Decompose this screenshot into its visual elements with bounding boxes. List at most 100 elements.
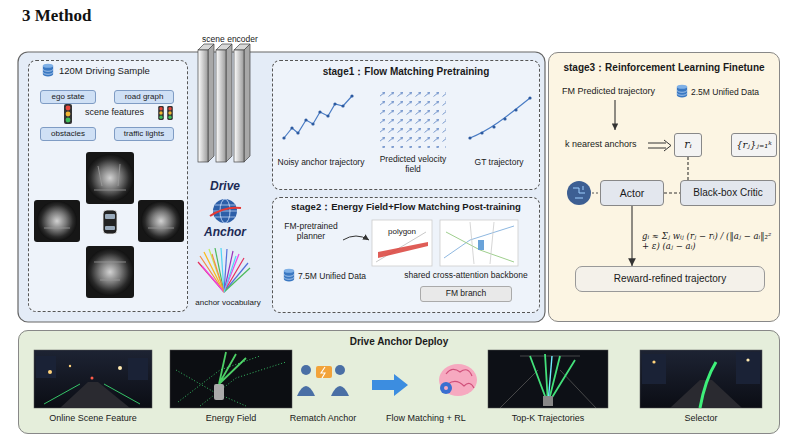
anchor-vocabulary-fan xyxy=(198,248,250,292)
topk-image xyxy=(488,350,608,408)
node-text: stage3：Reinforcement Learning Finetune xyxy=(554,62,774,74)
scene-image xyxy=(118,366,122,370)
selector-image xyxy=(736,352,760,384)
anchor-vocabulary-fan xyxy=(209,249,224,292)
feature-chip: road graph xyxy=(114,90,174,104)
surround-camera-image xyxy=(44,164,174,280)
feature-chip: obstacles xyxy=(40,127,96,141)
anchor-vocabulary-fan xyxy=(202,266,224,292)
traffic-light-icon xyxy=(167,106,173,120)
post-training-arrow xyxy=(343,236,369,240)
annotation-label: Predicted velocity field xyxy=(378,155,448,175)
energy-field-image xyxy=(214,384,224,400)
model-brain-icon xyxy=(440,382,452,394)
energy-field-image xyxy=(219,352,246,384)
rematch-icon xyxy=(321,367,325,378)
scene-image xyxy=(69,365,71,367)
data-group-box: 120M Driving Samplescene featuresego sta… xyxy=(28,60,188,312)
energy-field-image xyxy=(372,220,432,266)
scene-image xyxy=(48,370,52,374)
annotation-label: polygon xyxy=(380,227,424,236)
rematch-icon xyxy=(297,365,349,396)
connector xyxy=(631,206,632,266)
annotation-label: Flow Matching + RL xyxy=(368,413,484,423)
flow-arrow xyxy=(648,143,666,148)
node-text: Reward-refined trajectory xyxy=(614,273,726,285)
node-text: rᵢ xyxy=(684,139,691,152)
encoder-slabs xyxy=(244,44,250,162)
agent-head-icon xyxy=(573,186,585,198)
scene-image xyxy=(128,358,148,380)
annotation-label: FM-pretrained planner xyxy=(280,222,342,242)
panel-fill xyxy=(18,52,545,322)
node-text: stage1：Flow Matching Pretraining xyxy=(278,66,534,78)
anchor-vocabulary-fan xyxy=(212,254,224,292)
panel-fill xyxy=(18,330,780,434)
annotation-label: Top-K Trajectories xyxy=(486,413,610,423)
scene-image xyxy=(34,350,152,408)
annotation-label: 7.5M Unified Data xyxy=(298,272,388,282)
annotation-label: Anchor xyxy=(195,226,255,240)
gt-trajectory xyxy=(492,125,495,128)
annotation-label: anchor vocabulary xyxy=(188,298,268,307)
topk-image xyxy=(488,350,608,408)
surround-camera-image xyxy=(34,200,80,242)
velocity-field xyxy=(380,92,446,148)
process-box: Black-box Critic xyxy=(680,180,776,206)
velocity-field xyxy=(380,92,446,148)
rematch-icon xyxy=(335,365,345,375)
scene-image xyxy=(44,384,140,404)
anchor-vocabulary-fan xyxy=(224,256,236,292)
surround-camera-image xyxy=(86,154,134,202)
noisy-trajectory xyxy=(282,136,285,139)
database-icon xyxy=(284,269,294,282)
node-text: ego state xyxy=(52,92,85,101)
gt-trajectory xyxy=(468,96,531,139)
connector xyxy=(687,157,688,180)
annotation-label: Drive xyxy=(195,180,255,194)
ego-car xyxy=(103,210,117,234)
scene-image xyxy=(60,382,130,408)
noisy-trajectory xyxy=(311,122,314,125)
rematch-icon xyxy=(301,365,311,375)
gt-trajectory xyxy=(514,108,517,111)
node-text: FM branch xyxy=(446,289,487,299)
annotation-label: 2.5M Unified Data xyxy=(691,88,777,98)
energy-field-image xyxy=(372,220,432,266)
node-text: road graph xyxy=(125,92,164,101)
scene-image xyxy=(34,350,152,408)
map-image xyxy=(446,232,514,262)
energy-field-image xyxy=(170,350,292,408)
panel-fill xyxy=(272,60,540,190)
anchor-vocabulary-fan xyxy=(224,263,248,292)
map-image xyxy=(440,220,518,266)
encoder-slabs xyxy=(198,44,250,162)
surround-camera-image xyxy=(86,248,134,296)
scene-image xyxy=(36,356,56,378)
encoder-slabs xyxy=(234,50,244,162)
agent-head-icon xyxy=(567,181,600,205)
panel-fill xyxy=(272,197,540,313)
stage-box: stage2：Energy Field+Flow Matching Post-t… xyxy=(272,197,540,313)
encoder-slabs xyxy=(216,50,226,162)
noisy-trajectory xyxy=(284,96,352,138)
traffic-light-icon xyxy=(158,106,164,120)
topk-image xyxy=(500,356,596,408)
process-arrow xyxy=(372,374,408,396)
gt-trajectory xyxy=(480,131,483,134)
ego-car xyxy=(105,214,115,219)
branch-box: FM branch xyxy=(420,286,512,302)
map-image xyxy=(440,220,518,266)
annotation-label: Rematch Anchor xyxy=(284,413,362,423)
logo-globe xyxy=(210,199,241,223)
gt-trajectory xyxy=(503,117,506,120)
process-arrow xyxy=(372,374,408,396)
flow-arrow xyxy=(664,140,671,151)
node-text: Black-box Critic xyxy=(693,187,762,199)
ego-car xyxy=(103,210,117,234)
surround-camera-image xyxy=(86,152,134,204)
database-icon xyxy=(43,64,687,282)
selector-image xyxy=(746,358,749,361)
surround-camera-image xyxy=(86,246,134,298)
map-image xyxy=(444,226,514,258)
